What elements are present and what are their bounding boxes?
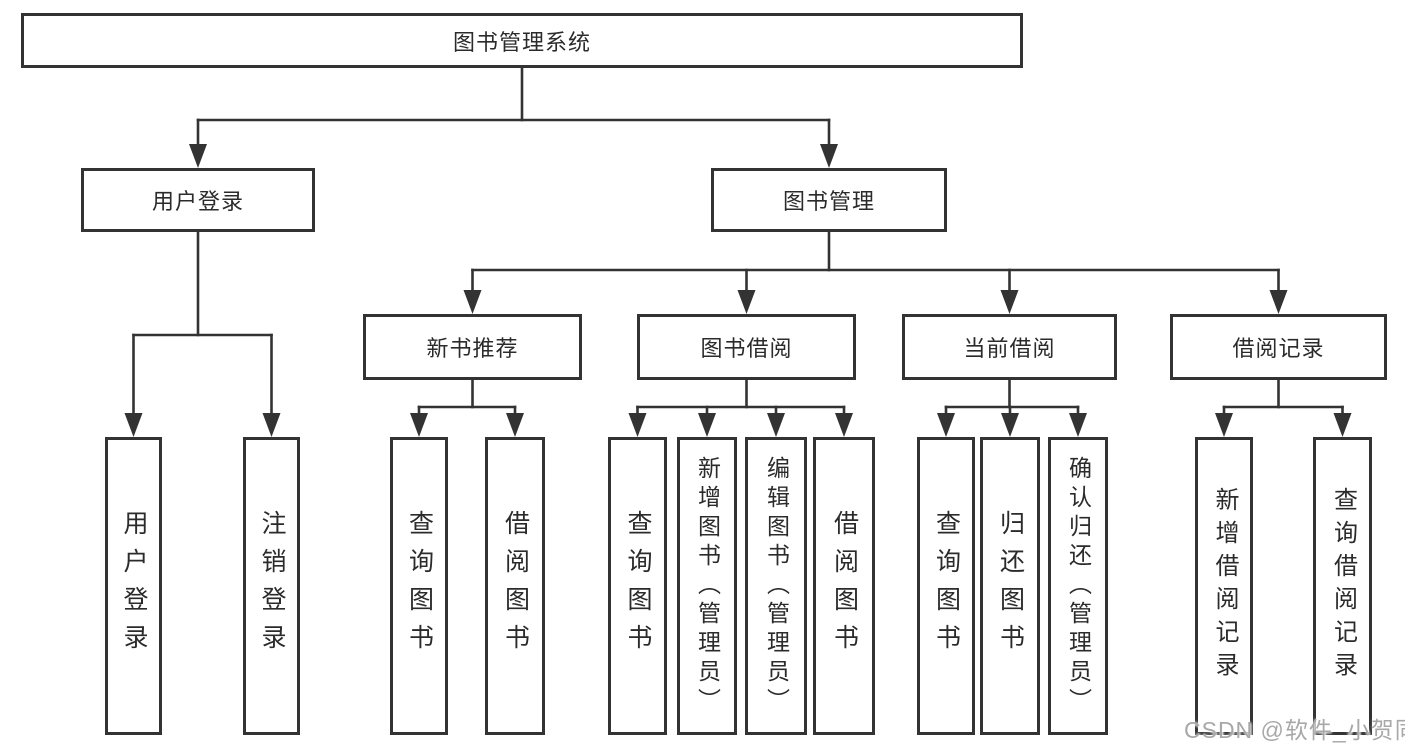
arrow-down-icon	[1001, 413, 1019, 437]
arrow-down-icon	[506, 413, 524, 437]
node-label: 查询图书	[405, 510, 434, 662]
arrow-down-icon	[1269, 290, 1288, 314]
arrow-down-icon	[937, 413, 955, 437]
connector-root-to-level2	[189, 66, 838, 168]
arrow-down-icon	[698, 413, 716, 437]
connector-book-management-children	[463, 230, 1288, 314]
node-label: 图书借阅	[700, 336, 793, 361]
connector-borrow-records-children	[1215, 378, 1352, 437]
arrow-down-icon	[767, 413, 785, 437]
node-label: 用户登录	[151, 189, 244, 214]
node-label: 借阅图书	[501, 510, 530, 662]
arrow-down-icon	[1069, 413, 1087, 437]
node-add-book-admin: 新增图书（管理员）	[677, 437, 737, 735]
node-label: 用户登录	[120, 510, 148, 662]
arrow-down-icon	[835, 413, 853, 437]
node-label: 查询图书	[624, 510, 652, 662]
watermark-text: CSDN @软件_小贺同学	[1184, 717, 1405, 743]
node-current-borrow: 当前借阅	[902, 314, 1117, 380]
node-edit-book-admin: 编辑图书（管理员）	[745, 437, 807, 735]
arrow-down-icon	[1333, 413, 1352, 437]
node-library-system: 图书管理系统	[21, 13, 1023, 68]
node-logout: 注销登录	[243, 437, 300, 735]
connector-current-borrow-children	[937, 378, 1087, 437]
node-label: 新书推荐	[426, 336, 519, 361]
node-query-books-borrow: 查询图书	[608, 437, 667, 735]
node-label: 当前借阅	[963, 336, 1056, 361]
node-query-borrow-record: 查询借阅记录	[1313, 437, 1372, 735]
arrow-down-icon	[124, 413, 143, 437]
node-label: 归还图书	[996, 510, 1025, 662]
node-borrow-records: 借阅记录	[1170, 314, 1387, 380]
node-label: 借阅记录	[1232, 336, 1325, 361]
node-label: 确认归还（管理员）	[1065, 455, 1092, 717]
node-label: 图书管理系统	[452, 29, 591, 55]
node-label: 查询图书	[932, 510, 961, 662]
arrow-down-icon	[737, 290, 756, 314]
arrow-down-icon	[189, 144, 207, 168]
arrow-down-icon	[463, 290, 482, 314]
arrow-down-icon	[820, 144, 838, 168]
arrow-down-icon	[262, 413, 281, 437]
node-new-book-recommend: 新书推荐	[363, 314, 582, 380]
arrow-down-icon	[628, 413, 647, 437]
connector-book-borrow-children	[628, 378, 853, 437]
node-label: 注销登录	[258, 510, 286, 662]
connector-new-book-recommend-children	[410, 378, 524, 437]
node-label: 编辑图书（管理员）	[763, 455, 790, 717]
node-add-borrow-record: 新增借阅记录	[1195, 437, 1253, 735]
arrow-down-icon	[410, 413, 428, 437]
arrow-down-icon	[1215, 413, 1233, 437]
connector-user-login-children	[124, 230, 281, 437]
node-label: 新增借阅记录	[1211, 487, 1238, 685]
node-query-books-recommend: 查询图书	[390, 437, 448, 735]
node-user-login-leaf: 用户登录	[105, 437, 162, 735]
node-return-book: 归还图书	[980, 437, 1040, 735]
node-label: 图书管理	[782, 189, 875, 214]
node-user-login: 用户登录	[81, 168, 315, 232]
node-label: 查询借阅记录	[1329, 487, 1357, 685]
arrow-down-icon	[1000, 290, 1019, 314]
node-book-borrow: 图书借阅	[637, 314, 856, 380]
node-borrow-books-leaf: 借阅图书	[813, 437, 875, 735]
node-confirm-return-admin: 确认归还（管理员）	[1048, 437, 1108, 735]
node-label: 借阅图书	[830, 510, 859, 662]
node-query-books-current: 查询图书	[917, 437, 975, 735]
node-label: 新增图书（管理员）	[694, 455, 721, 717]
node-book-management: 图书管理	[711, 168, 947, 232]
node-borrow-books-recommend: 借阅图书	[485, 437, 545, 735]
